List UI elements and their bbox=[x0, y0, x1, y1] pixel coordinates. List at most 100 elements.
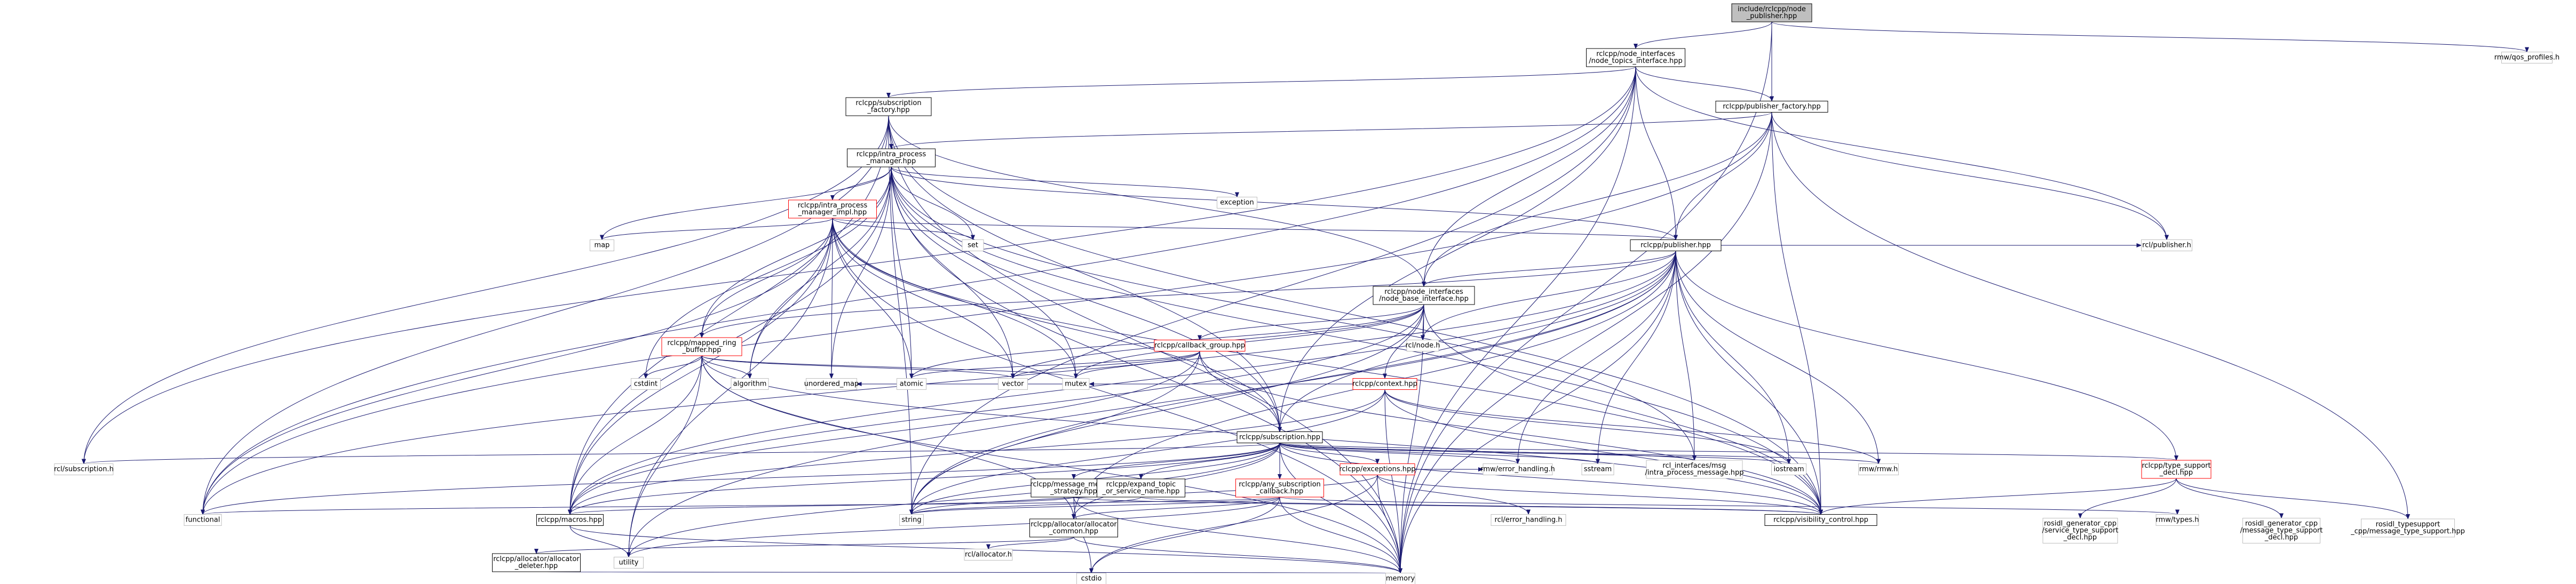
edge-nbi-to-ctx bbox=[1383, 304, 1424, 379]
node-label: rcl/error_handling.h bbox=[1495, 516, 1563, 524]
node-vis[interactable]: rclcpp/visibility_control.hpp bbox=[1764, 514, 1877, 526]
node-ctx[interactable]: rclcpp/context.hpp bbox=[1352, 378, 1417, 390]
edge-pub-to-ts bbox=[1675, 251, 2178, 461]
edge-sub-to-rclsub bbox=[82, 443, 1280, 465]
edge-ipm-to-ipmi bbox=[830, 166, 892, 201]
node-pubfac[interactable]: rclcpp/publisher_factory.hpp bbox=[1715, 101, 1828, 113]
edge-sub-to-mms bbox=[1072, 443, 1280, 479]
node-label: _strategy.hpp bbox=[1050, 487, 1097, 495]
node-ts[interactable]: rclcpp/type_support_decl.hpp bbox=[2141, 460, 2212, 479]
node-box bbox=[1029, 518, 1118, 538]
edge-pub-to-memory bbox=[1398, 251, 1676, 574]
node-box bbox=[788, 199, 877, 219]
edge-mrb-to-memory bbox=[701, 355, 1402, 574]
node-sub[interactable]: rclcpp/subscription.hpp bbox=[1237, 431, 1323, 443]
node-label: rclcpp/exceptions.hpp bbox=[1339, 466, 1415, 474]
node-box bbox=[1352, 378, 1417, 390]
node-acommon[interactable]: rclcpp/allocator/allocator_common.hpp bbox=[1029, 518, 1118, 538]
node-box bbox=[536, 514, 604, 526]
node-expand[interactable]: rclcpp/expand_topic_or_service_name.hpp bbox=[1097, 478, 1185, 498]
node-box bbox=[1646, 460, 1743, 479]
node-rmwtypes: rmw/types.h bbox=[2155, 514, 2199, 526]
node-label: rcl/node.h bbox=[1405, 342, 1440, 350]
node-box bbox=[731, 378, 769, 390]
edge-ipmi-to-sub bbox=[832, 218, 1282, 433]
node-label: rclcpp/message_memory bbox=[1030, 481, 1117, 489]
node-label: rclcpp/publisher_factory.hpp bbox=[1723, 103, 1820, 111]
edge-subfac-to-func bbox=[201, 115, 889, 515]
edge-cbg-to-mutex bbox=[1074, 351, 1200, 379]
node-label: rclcpp/node_interfaces bbox=[1384, 288, 1463, 296]
node-nbi[interactable]: rclcpp/node_interfaces/node_base_interfa… bbox=[1373, 286, 1475, 305]
node-macros[interactable]: rclcpp/macros.hpp bbox=[536, 514, 604, 526]
edge-acommon-to-adeleter bbox=[534, 537, 1074, 554]
node-label: /message_type_support bbox=[2240, 527, 2323, 535]
node-label: _deleter.hpp bbox=[514, 562, 558, 570]
edge-sub-to-exc bbox=[1279, 443, 1380, 465]
node-label: iostream bbox=[1773, 466, 1804, 474]
edge-ipmi-to-vector bbox=[832, 218, 1015, 379]
node-label: cstdio bbox=[1081, 575, 1102, 583]
edge-nti-to-rclpub bbox=[1635, 66, 2169, 241]
node-box bbox=[1339, 463, 1415, 475]
edge-subfac-to-rclsub bbox=[82, 115, 889, 465]
node-label: rmw/error_handling.h bbox=[1480, 466, 1555, 474]
edge-exc-to-vis bbox=[1377, 475, 1823, 515]
edge-pubfac-to-rclpub bbox=[1771, 112, 2169, 241]
node-subfac[interactable]: rclcpp/subscription_factory.hpp bbox=[845, 97, 932, 116]
edge-ipm-to-mrb bbox=[700, 166, 892, 338]
node-ipm[interactable]: rclcpp/intra_process_manager.hpp bbox=[847, 148, 936, 167]
node-label: rclcpp/allocator/allocator bbox=[493, 555, 580, 563]
node-box bbox=[1385, 573, 1415, 584]
node-label: string bbox=[901, 516, 921, 524]
node-mutex: mutex bbox=[1062, 378, 1090, 390]
node-label: _decl.hpp bbox=[2159, 469, 2193, 477]
node-anysub[interactable]: rclcpp/any_subscription_callback.hpp bbox=[1235, 478, 1324, 498]
edge-pub-to-rmweh bbox=[1516, 251, 1676, 465]
edge-pub-to-sub bbox=[1278, 251, 1676, 433]
node-box bbox=[661, 337, 742, 356]
node-label: rmw/qos_profiles.h bbox=[2494, 54, 2559, 62]
node-root[interactable]: include/rclcpp/node_publisher.hpp bbox=[1731, 3, 1812, 22]
node-label: rclcpp/visibility_control.hpp bbox=[1773, 516, 1868, 524]
node-label: cstdint bbox=[634, 380, 657, 388]
node-box bbox=[899, 514, 924, 526]
node-mrb[interactable]: rclcpp/mapped_ring_buffer.hpp bbox=[661, 337, 742, 356]
node-box bbox=[184, 514, 222, 526]
node-box bbox=[1097, 478, 1185, 498]
node-nti[interactable]: rclcpp/node_interfaces/node_topics_inter… bbox=[1586, 48, 1685, 67]
node-exc[interactable]: rclcpp/exceptions.hpp bbox=[1339, 463, 1416, 475]
node-rcleh: rcl/error_handling.h bbox=[1491, 514, 1566, 526]
edge-cbg-to-string bbox=[909, 351, 1200, 515]
edge-pub-to-rmwh bbox=[1675, 251, 1881, 465]
node-label: _buffer.hpp bbox=[682, 346, 722, 354]
edge-nbi-to-mutex bbox=[1074, 304, 1424, 379]
node-ipmi[interactable]: rclcpp/intra_process_manager_impl.hpp bbox=[788, 199, 877, 219]
node-pub[interactable]: rclcpp/publisher.hpp bbox=[1630, 239, 1722, 251]
node-box bbox=[847, 148, 936, 167]
node-label: _manager.hpp bbox=[866, 157, 916, 165]
node-rclnode: rcl/node.h bbox=[1405, 340, 1440, 351]
edge-cbg-to-vis bbox=[1199, 351, 1823, 515]
edge-anysub-to-cstdio bbox=[1089, 497, 1280, 574]
node-box bbox=[2141, 239, 2192, 251]
node-adeleter[interactable]: rclcpp/allocator/allocator_deleter.hpp bbox=[492, 553, 581, 572]
node-box bbox=[806, 378, 857, 390]
edge-root-to-qos bbox=[1771, 21, 2529, 53]
node-label: rclcpp/mapped_ring bbox=[667, 339, 736, 347]
edge-pub-to-nbi bbox=[1422, 251, 1676, 287]
node-label: rclcpp/allocator/allocator bbox=[1031, 521, 1117, 529]
edge-sub-to-rmwh bbox=[1279, 443, 1881, 465]
node-label: rosidl_generator_cpp bbox=[2245, 520, 2318, 528]
edge-root-to-nti bbox=[1634, 21, 1772, 49]
node-cbg[interactable]: rclcpp/callback_group.hpp bbox=[1154, 340, 1246, 351]
node-label: rclcpp/subscription.hpp bbox=[1239, 434, 1320, 442]
edge-ipmi-to-mrb bbox=[700, 218, 833, 338]
edge-pub-to-utility bbox=[627, 251, 1676, 558]
edge-pubfac-to-memory bbox=[1398, 112, 1772, 574]
node-box bbox=[964, 549, 1013, 561]
edge-pubfac-to-func bbox=[201, 112, 1772, 515]
node-label: rosidl_generator_cpp bbox=[2044, 520, 2117, 528]
edge-anysub-to-utility bbox=[627, 497, 1280, 558]
edge-pubfac-to-rosidl_ts bbox=[1771, 112, 2410, 519]
